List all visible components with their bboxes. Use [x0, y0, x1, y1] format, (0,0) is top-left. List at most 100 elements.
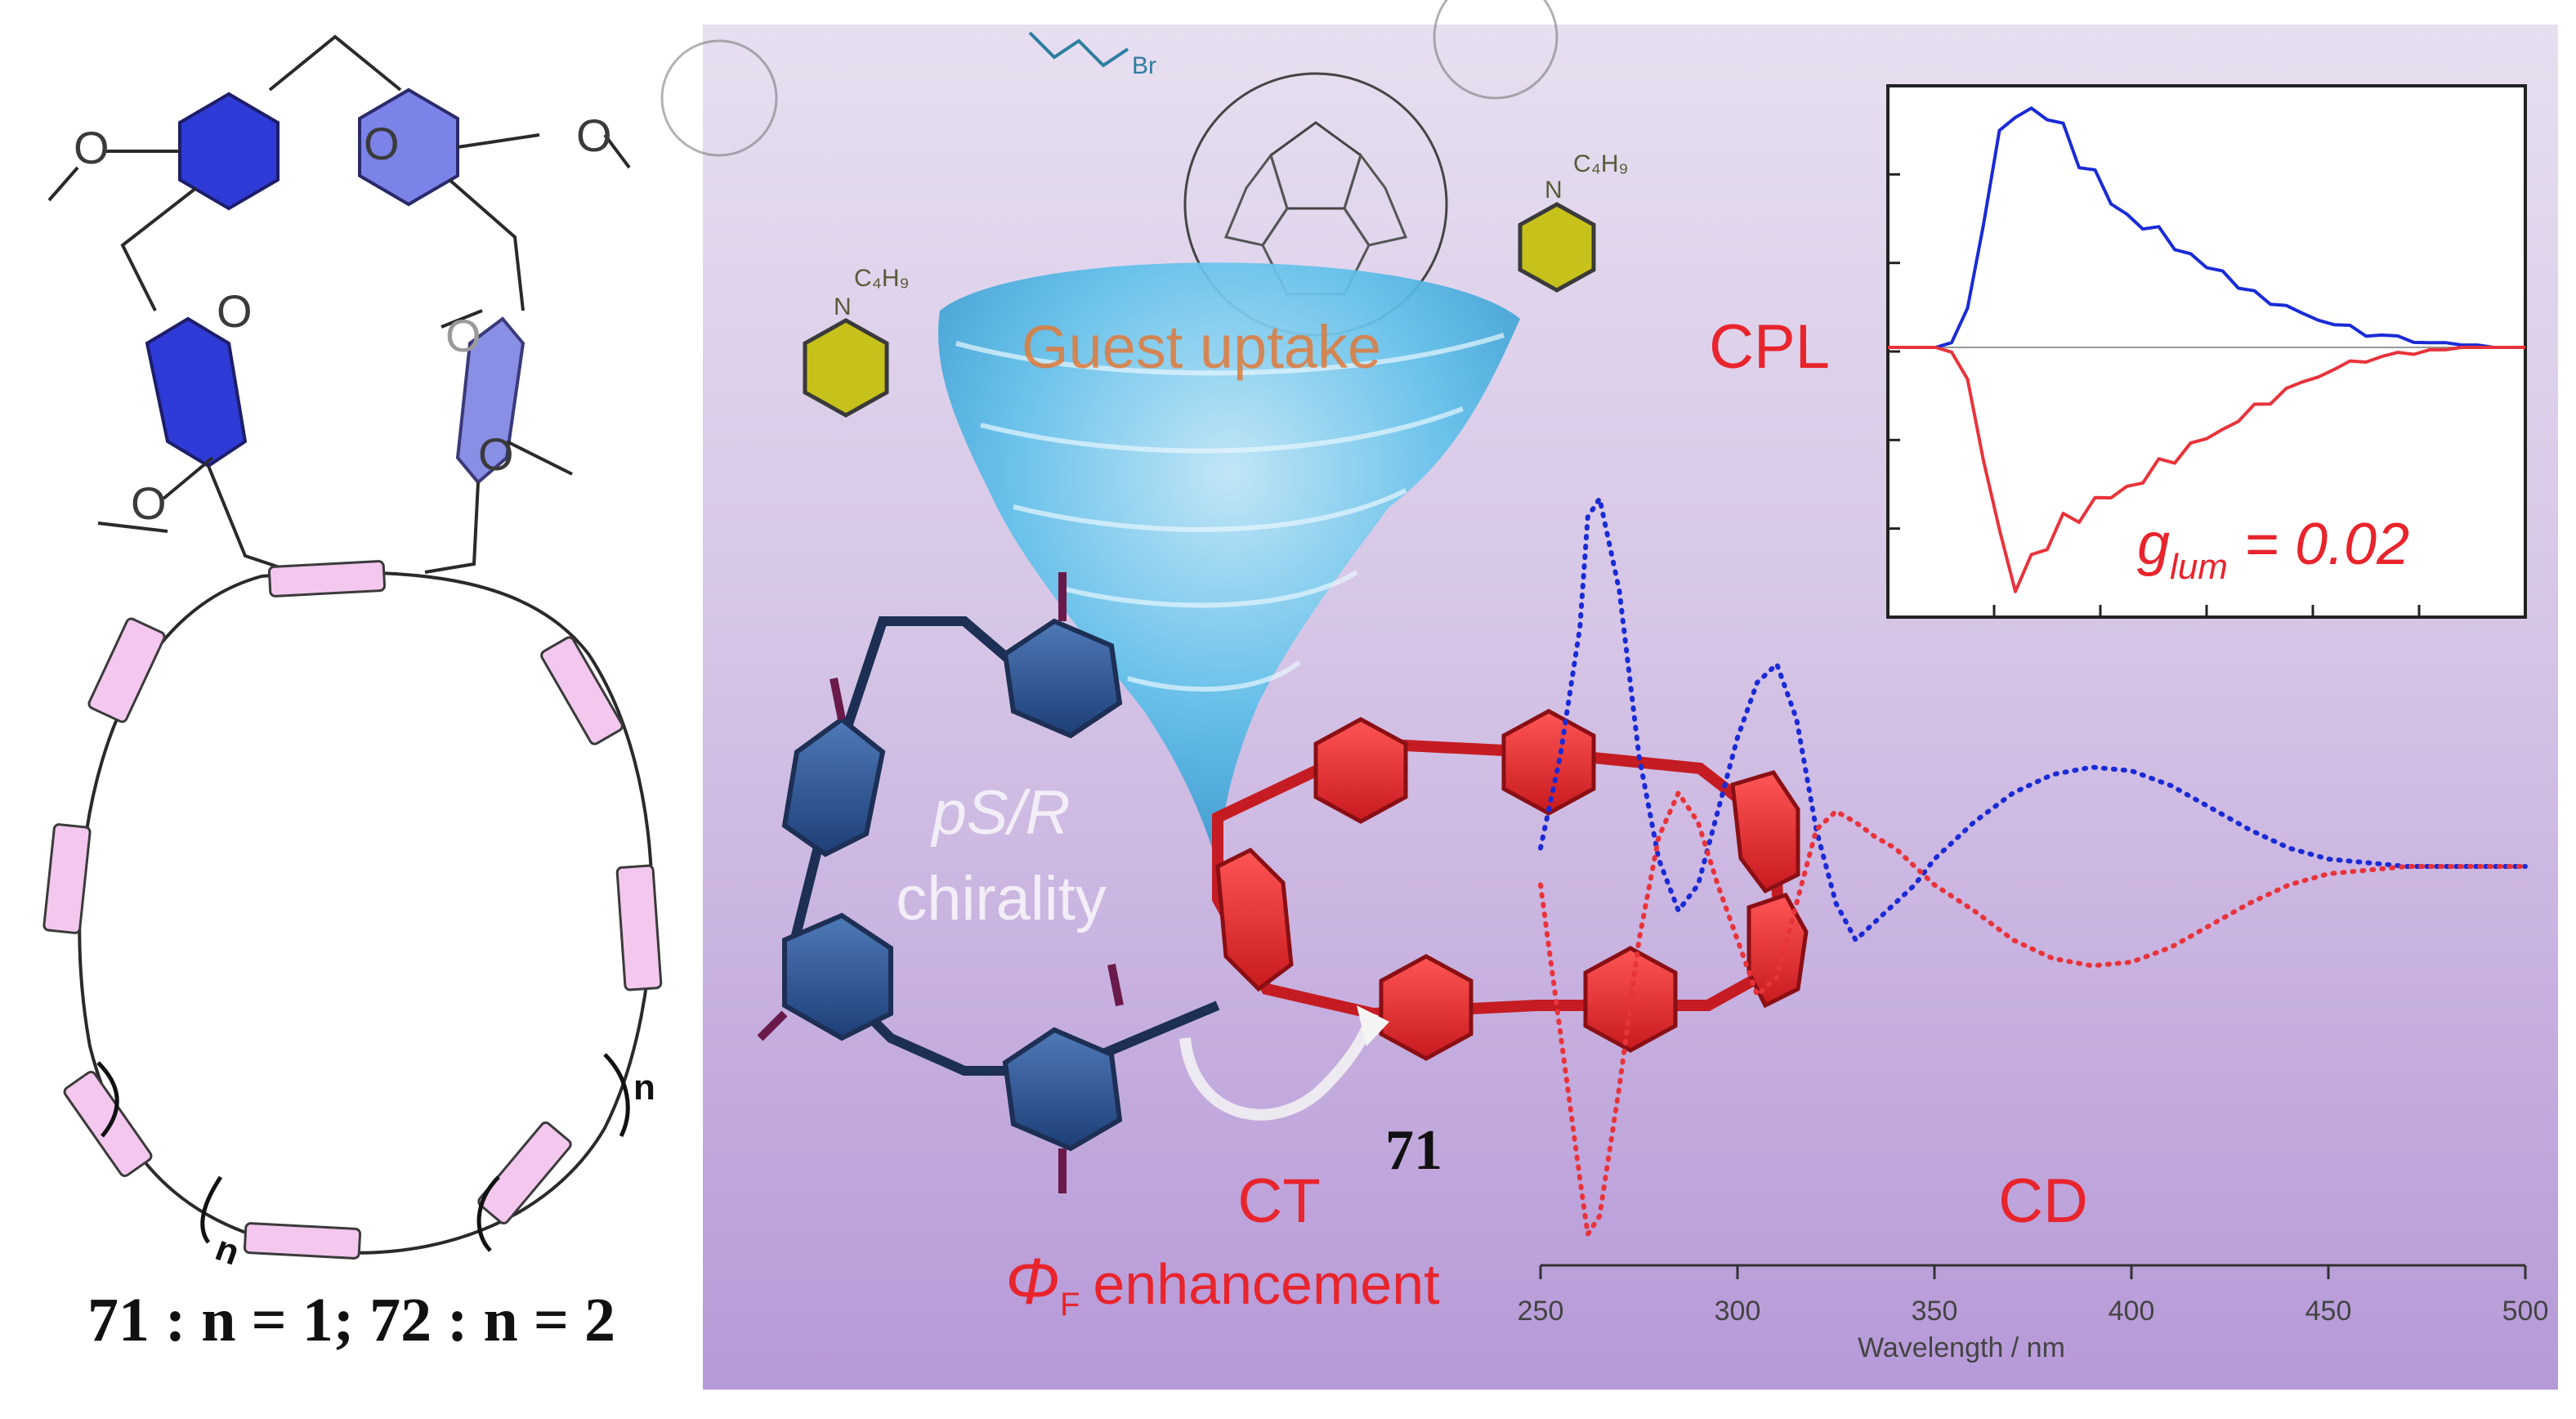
swirl-line — [955, 333, 1505, 376]
bracket-right-open — [476, 1175, 500, 1252]
bond-ome-mid-right — [506, 440, 573, 476]
oxygen-label: O — [217, 285, 253, 337]
guest-uptake-label: Guest uptake — [1022, 313, 1381, 381]
phi-symbol: Φ — [1005, 1245, 1060, 1318]
red-phenylene-unit — [1501, 709, 1596, 816]
bracket-left-open — [96, 1061, 119, 1138]
cd-x-tick-label: 500 — [2502, 1296, 2549, 1327]
phi-subscript: F — [1060, 1287, 1080, 1323]
phenylene-unit — [243, 1222, 362, 1260]
phenylene-unit — [477, 1121, 572, 1224]
oxygen-label: O — [576, 110, 612, 161]
tornado — [938, 262, 1520, 866]
blue-benzene-ring — [782, 912, 893, 1041]
nitrogen-label: N — [834, 293, 852, 320]
blue-substituent-bonds — [757, 572, 1124, 1193]
swirl-line — [980, 406, 1465, 454]
swirl-line — [1013, 488, 1407, 532]
phenylene-unit — [267, 560, 387, 598]
paracyclophane-structure — [42, 34, 663, 1260]
chirality-label-line1: pS/R — [931, 778, 1071, 848]
chirality-label: pS/R chirality — [896, 778, 1107, 933]
red-phenylene-unit — [1379, 954, 1474, 1061]
linker-left-lower — [207, 465, 295, 574]
charge-transfer-arrow — [1179, 1011, 1379, 1121]
linker-right — [448, 178, 525, 311]
phenylene-units — [42, 560, 663, 1260]
nitrogen-label: N — [1545, 177, 1563, 204]
cpl-series-line-2 — [1888, 346, 2525, 593]
cd-x-tick-label: 250 — [1518, 1296, 1564, 1327]
cd-x-tick-label: 400 — [2109, 1296, 2155, 1327]
cd-series-line-2 — [1538, 787, 2528, 1242]
pyridinium-ring-icon — [803, 318, 889, 418]
bromoalkyl-chain-icon — [1028, 31, 1129, 68]
benzene-ring-top-left — [178, 92, 280, 211]
cd-x-tick-label: 350 — [1912, 1296, 1958, 1327]
red-phenylene-unit — [1313, 717, 1408, 824]
right-panel: N C₄H₉ N C₄H₉ Br Guest uptake — [660, 0, 2558, 1390]
blue-benzene-ring — [1002, 618, 1123, 739]
left-panel: O O O O O O O n n 71 : n = 1; 72 : n = 2 — [42, 34, 663, 1354]
glum-annotation: glum = 0.02 — [2137, 512, 2409, 587]
oxygen-label: O — [364, 118, 400, 169]
phenylene-unit — [42, 823, 92, 934]
cpl-frame — [1886, 84, 2527, 619]
glum-symbol: g — [2137, 512, 2170, 577]
chirality-label-line2: chirality — [896, 864, 1107, 933]
bond-methyl-left — [47, 166, 79, 202]
benzene-ring-mid-left — [145, 316, 248, 468]
tornado-funnel — [938, 262, 1520, 866]
glum-subscript: lum — [2170, 547, 2228, 587]
oxygen-label: O — [74, 122, 110, 173]
phenylene-unit — [63, 1070, 153, 1178]
fullerenes — [660, 0, 1559, 337]
cd-x-axis-label: Wavelength / nm — [1858, 1332, 2065, 1363]
linker-left — [120, 186, 198, 311]
compound-caption: 71 : n = 1; 72 : n = 2 — [87, 1286, 615, 1354]
bracket-right-close — [603, 1053, 630, 1138]
butyl-label: C₄H₉ — [854, 265, 909, 292]
compound-number-label: 71 — [1385, 1119, 1442, 1182]
swirl-line — [1127, 660, 1301, 692]
linker-right-lower — [424, 481, 480, 574]
blue-benzene-ring — [1002, 1027, 1123, 1152]
cpl-ticks — [1888, 172, 2421, 617]
cd-label: CD — [1998, 1166, 2088, 1236]
bracket-left-close — [200, 1175, 223, 1244]
blue-cyclophane-model — [757, 572, 1220, 1193]
oxygen-label: O — [131, 477, 167, 529]
cd-series — [1538, 492, 2528, 1242]
oxygen-labels: O O O O O O O — [74, 110, 612, 529]
cd-x-tick-label: 450 — [2305, 1296, 2352, 1327]
cd-series-line-1 — [1538, 492, 2528, 944]
red-cycloparaphenylene-model — [1179, 709, 1809, 1121]
red-phenylene-unit — [1730, 770, 1800, 894]
bracket-index: n — [210, 1228, 244, 1273]
fullerene-icon — [660, 39, 778, 157]
fullerene-icon — [1433, 0, 1559, 100]
bond-ome-mid-left — [162, 456, 214, 500]
phenylene-unit — [615, 864, 663, 992]
glum-value: = 0.02 — [2228, 512, 2409, 577]
enhancement-text: enhancement — [1093, 1252, 1439, 1316]
bond-methyl-right — [603, 133, 631, 169]
bracket-index: n — [633, 1068, 655, 1108]
butyl-label: C₄H₉ — [1573, 150, 1628, 177]
oxygen-label: O — [478, 428, 514, 480]
red-phenylene-unit — [1215, 847, 1294, 992]
benzene-ring-top-right — [358, 87, 459, 207]
methylene-bridge — [268, 34, 402, 92]
swirl-line — [1062, 570, 1358, 608]
bond-ome-right — [457, 133, 540, 149]
cpl-series-line-1 — [1888, 106, 2525, 349]
phenylene-unit — [540, 636, 624, 745]
bond-ome-mid-right-top — [441, 309, 483, 329]
charge-transfer-arrowhead — [1357, 1005, 1389, 1046]
oxygen-label: O — [445, 310, 481, 361]
cpl-label: CPL — [1709, 312, 1830, 382]
